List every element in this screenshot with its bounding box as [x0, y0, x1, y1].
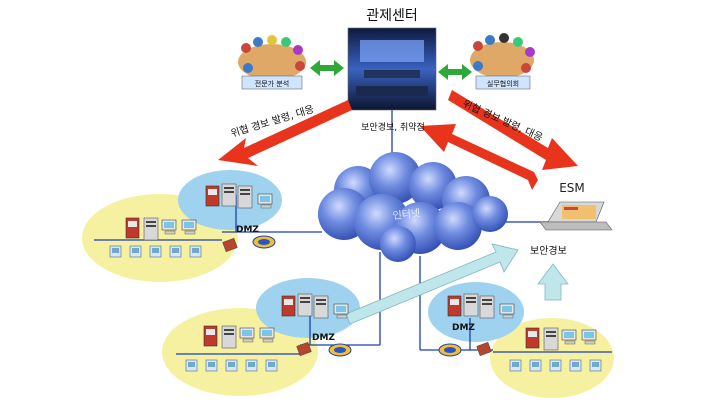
- network-group-bottom-right: [438, 293, 602, 372]
- alert-right-label: 위협 경보 발령, 대응: [461, 97, 545, 144]
- dmz-label-bottom-right: DMZ: [452, 323, 475, 333]
- network-group-bottom-left: [185, 293, 352, 372]
- esm-label: ESM: [559, 181, 585, 195]
- green-arrow-left: [310, 60, 344, 76]
- red-arrow-right-up: [420, 124, 538, 190]
- expert-analysis-label: 전문가 분석: [255, 79, 289, 88]
- network-group-top-left: [109, 183, 276, 258]
- red-arrow-right-down: [448, 90, 578, 170]
- dmz-label-top-left: DMZ: [236, 225, 259, 235]
- control-center-room: [347, 27, 437, 111]
- dmz-label-bottom-left: DMZ: [312, 333, 335, 343]
- page-title: 관제센터: [366, 8, 418, 24]
- security-alert-label: 보안경보: [530, 244, 567, 257]
- green-arrow-right: [438, 64, 472, 80]
- expert-analysis-meeting: [238, 35, 306, 90]
- light-arrow-up: [537, 263, 569, 301]
- practical-meeting: [470, 33, 535, 90]
- internet-cloud: [318, 152, 508, 262]
- cloud-label: 인터넷: [392, 207, 421, 222]
- practical-meeting-label: 실무협의회: [487, 79, 519, 88]
- red-arrow-left: [218, 100, 352, 166]
- esm-laptop: [539, 201, 613, 231]
- center-alert-label: 보안경보, 취약점: [361, 121, 425, 133]
- light-arrow-diagonal: [345, 243, 519, 325]
